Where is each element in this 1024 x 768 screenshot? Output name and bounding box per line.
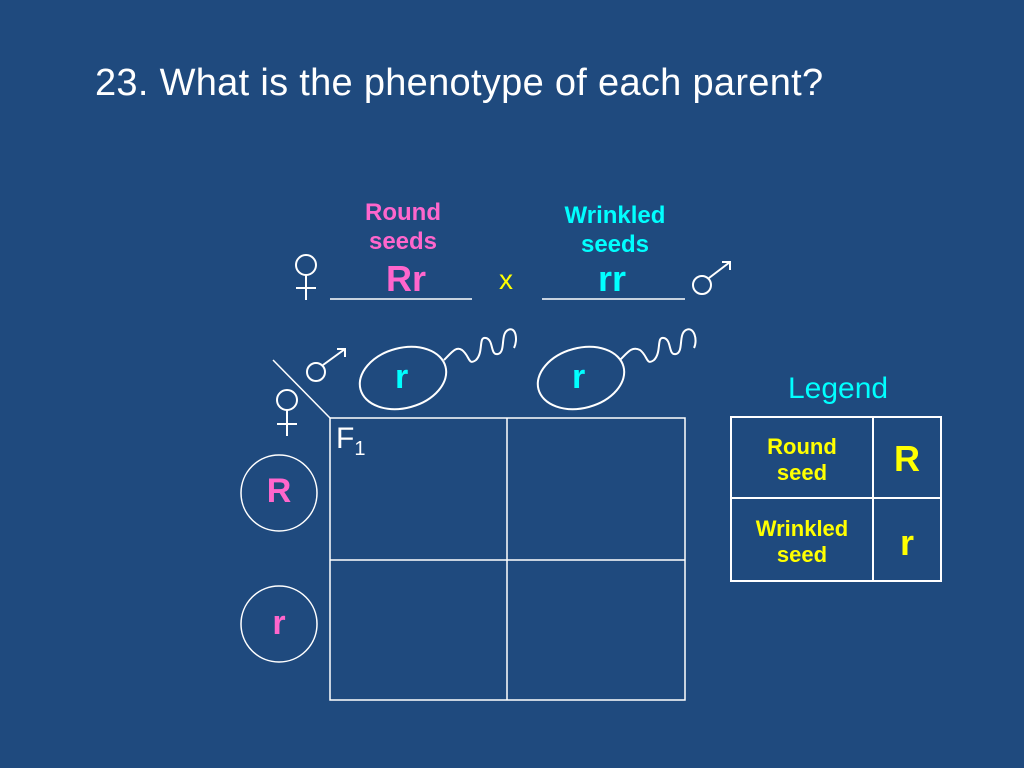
sperm-gamete-letter: r xyxy=(572,358,586,396)
sperm-icon xyxy=(358,328,517,411)
f1-subscript: 1 xyxy=(354,438,366,460)
female-phenotype-label: Round seeds xyxy=(323,198,483,256)
legend-symbol: r xyxy=(899,522,914,563)
legend-symbol: R xyxy=(894,438,920,479)
legend-text-line2: seed xyxy=(776,542,828,567)
female-symbol-icon xyxy=(276,389,298,436)
page-title: 23. What is the phenotype of each parent… xyxy=(95,62,824,104)
sperm-gamete-letter: r xyxy=(395,358,409,396)
sperm-icon xyxy=(536,328,697,411)
egg-circle xyxy=(240,454,318,532)
male-symbol-icon xyxy=(306,348,346,382)
punnett-f1-label: F1 xyxy=(336,422,365,461)
legend-text-line2: seed xyxy=(776,460,828,485)
legend-title: Legend xyxy=(788,372,889,405)
female-phenotype-line2: seeds xyxy=(368,228,438,255)
female-genotype: Rr xyxy=(385,258,426,299)
f1-main: F xyxy=(336,422,355,455)
egg-circle xyxy=(240,585,318,663)
male-phenotype-label: Wrinkled seeds xyxy=(535,201,695,259)
egg-gamete-letter: r xyxy=(272,604,286,642)
punnett-corner-diagonal xyxy=(272,359,331,419)
legend-text-line1: Round xyxy=(767,434,837,459)
punnett-square xyxy=(329,417,686,701)
female-symbol-icon xyxy=(295,254,317,300)
egg-gamete-letter: R xyxy=(266,472,292,510)
legend-row-text: Wrinkled seed xyxy=(731,516,873,568)
legend-text-line1: Wrinkled xyxy=(755,516,849,541)
cross-symbol: x xyxy=(499,264,513,295)
male-symbol-icon xyxy=(692,261,731,295)
male-genotype: rr xyxy=(597,258,627,299)
male-phenotype-line1: Wrinkled xyxy=(564,202,666,229)
legend-row-text: Round seed xyxy=(731,434,873,486)
legend-table xyxy=(730,416,942,582)
female-phenotype-line1: Round xyxy=(365,199,441,226)
male-phenotype-line2: seeds xyxy=(580,231,650,258)
